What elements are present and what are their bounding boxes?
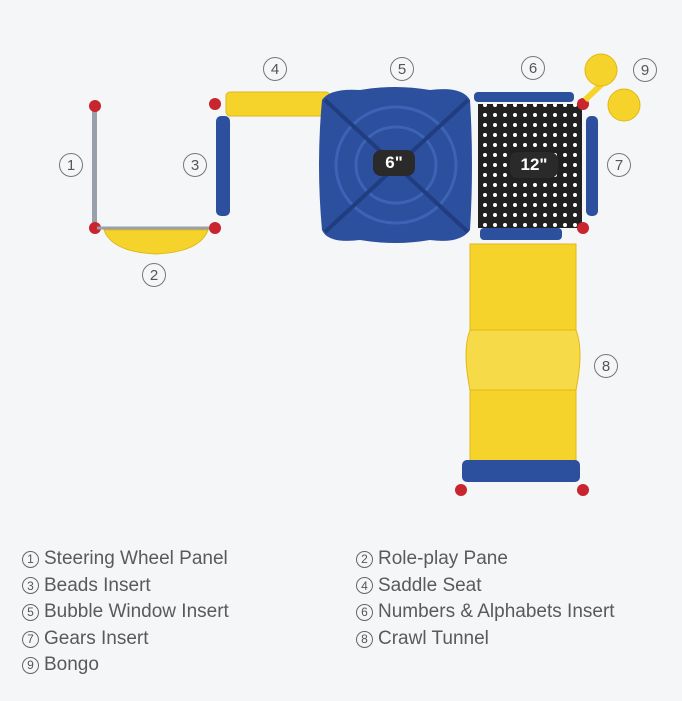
legend-number: 5 bbox=[22, 603, 39, 621]
callout-6: 6 bbox=[521, 56, 545, 80]
bongo bbox=[582, 53, 641, 122]
callout-7: 7 bbox=[607, 153, 631, 177]
size-label-numbers: 12" bbox=[510, 152, 558, 178]
legend-number: 3 bbox=[22, 577, 39, 595]
legend-label: Role-play Pane bbox=[378, 548, 508, 569]
callout-2: 2 bbox=[142, 263, 166, 287]
callout-3: 3 bbox=[183, 153, 207, 177]
legend-number: 4 bbox=[356, 577, 373, 595]
legend-label: Crawl Tunnel bbox=[378, 627, 489, 649]
legend-label: Beads Insert bbox=[44, 574, 151, 596]
legend-item: 7 Gears Insert bbox=[22, 626, 229, 653]
callout-1: 1 bbox=[59, 153, 83, 177]
legend-left: 1 Steering Wheel Panel 3 Beads Insert 5 Bub… bbox=[22, 546, 229, 679]
legend-label: Bongo bbox=[44, 654, 99, 676]
legend-number: 1 bbox=[22, 550, 39, 568]
legend-label: Bubble Window Insert bbox=[44, 601, 229, 623]
legend-number: 6 bbox=[356, 603, 373, 621]
legend-item: 6 Numbers & Alphabets Insert bbox=[356, 599, 615, 626]
callout-8: 8 bbox=[594, 354, 618, 378]
legend-item: 1 Steering Wheel Panel bbox=[22, 546, 229, 573]
legend-number: 7 bbox=[22, 630, 39, 648]
crawl-tunnel bbox=[455, 243, 589, 496]
gears-insert bbox=[586, 116, 598, 216]
beads-insert bbox=[209, 98, 230, 234]
callout-5: 5 bbox=[390, 57, 414, 81]
legend-item: 4 Saddle Seat bbox=[356, 573, 615, 600]
steering-wheel-panel bbox=[89, 100, 101, 234]
legend-number: 9 bbox=[22, 657, 39, 675]
legend-right: 2 Role-play Pane 4 Saddle Seat 6 Numbers & … bbox=[356, 546, 615, 652]
legend-number: 8 bbox=[356, 630, 373, 648]
role-play-pane bbox=[97, 226, 212, 255]
playset-drawing bbox=[89, 53, 641, 496]
legend-item: 3 Beads Insert bbox=[22, 573, 229, 600]
legend-label: Numbers & Alphabets Insert bbox=[378, 601, 615, 623]
size-label-bubble: 6" bbox=[373, 150, 415, 176]
legend-item: 5 Bubble Window Insert bbox=[22, 599, 229, 626]
playset-diagram: 1 2 3 4 5 6 7 8 9 6" 12" bbox=[59, 53, 657, 496]
callout-9: 9 bbox=[633, 58, 657, 82]
legend-label: Steering Wheel Panel bbox=[44, 548, 228, 569]
legend-item: 8 Crawl Tunnel bbox=[356, 626, 615, 653]
legend-item: 9 Bongo bbox=[22, 652, 229, 679]
legend-number: 2 bbox=[356, 550, 373, 568]
legend-label: Saddle Seat bbox=[378, 574, 482, 596]
legend-item: 2 Role-play Pane bbox=[356, 546, 615, 573]
callout-4: 4 bbox=[263, 57, 287, 81]
legend-label: Gears Insert bbox=[44, 627, 149, 649]
saddle-seat bbox=[225, 91, 331, 117]
